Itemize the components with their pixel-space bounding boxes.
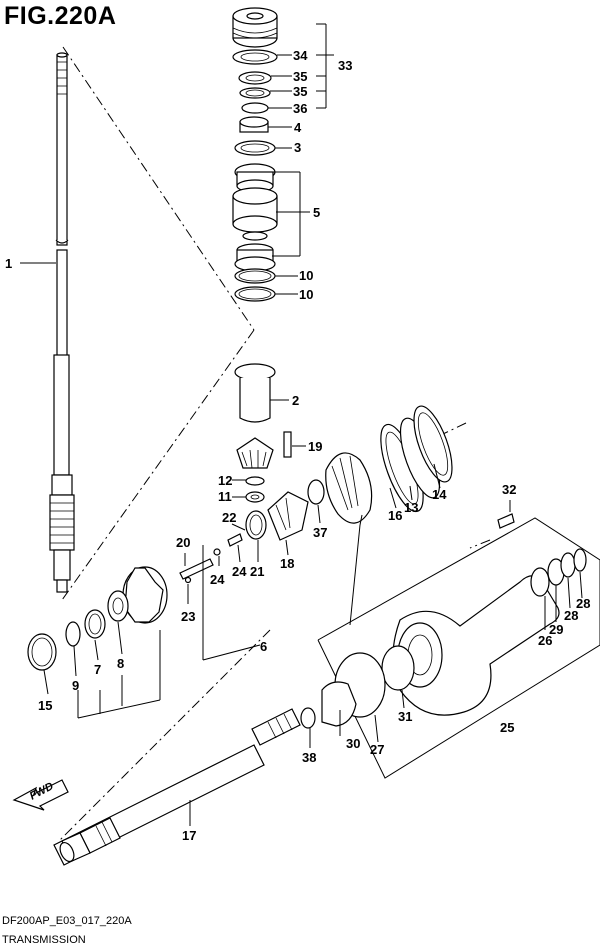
callout-21: 21 bbox=[250, 564, 264, 579]
callout-20: 20 bbox=[176, 535, 190, 550]
callout-28b: 28 bbox=[576, 596, 590, 611]
callout-24b: 24 bbox=[232, 564, 247, 579]
drawing-code: DF200AP_E03_017_220A bbox=[2, 915, 132, 927]
callout-7: 7 bbox=[94, 662, 101, 677]
callout-25: 25 bbox=[500, 720, 514, 735]
drive-shaft bbox=[49, 52, 75, 593]
callout-18: 18 bbox=[280, 556, 294, 571]
part-38-ring bbox=[300, 707, 316, 729]
callout-13: 13 bbox=[404, 500, 418, 515]
callout-31: 31 bbox=[398, 709, 412, 724]
callout-11: 11 bbox=[218, 489, 232, 504]
callout-30: 30 bbox=[346, 736, 360, 751]
callout-4: 4 bbox=[294, 120, 302, 135]
propeller-housing bbox=[321, 513, 587, 727]
forward-gear-group bbox=[325, 405, 453, 524]
callout-6: 6 bbox=[260, 639, 267, 654]
callout-22: 22 bbox=[222, 510, 236, 525]
propeller-shaft bbox=[53, 708, 301, 866]
callout-12: 12 bbox=[218, 473, 232, 488]
callout-33: 33 bbox=[338, 58, 352, 73]
callout-28a: 28 bbox=[564, 608, 578, 623]
callout-24a: 24 bbox=[210, 572, 225, 587]
callout-32: 32 bbox=[502, 482, 516, 497]
callout-37: 37 bbox=[313, 525, 327, 540]
callout-38: 38 bbox=[302, 750, 316, 765]
upper-bearing-stack bbox=[232, 7, 278, 302]
pinion-and-clutch bbox=[179, 431, 325, 584]
callout-labels: 1 2 3 4 5 6 7 8 9 10 10 11 12 13 14 15 1… bbox=[5, 48, 590, 843]
callout-14: 14 bbox=[432, 487, 447, 502]
callout-5: 5 bbox=[313, 205, 320, 220]
callout-8: 8 bbox=[117, 656, 124, 671]
sleeve bbox=[234, 363, 276, 423]
figure-title: FIG.220A bbox=[4, 2, 117, 30]
callout-27: 27 bbox=[370, 742, 384, 757]
figure-subtitle: TRANSMISSION bbox=[2, 934, 86, 946]
callout-23: 23 bbox=[181, 609, 195, 624]
callout-34: 34 bbox=[293, 48, 308, 63]
callout-1: 1 bbox=[5, 256, 12, 271]
callout-10a: 10 bbox=[299, 268, 313, 283]
callout-29: 29 bbox=[549, 622, 563, 637]
callout-10b: 10 bbox=[299, 287, 313, 302]
callout-16: 16 bbox=[388, 508, 402, 523]
fwd-arrow-icon: FWD bbox=[12, 779, 69, 811]
callout-36: 36 bbox=[293, 101, 307, 116]
callout-35a: 35 bbox=[293, 69, 307, 84]
callout-3: 3 bbox=[294, 140, 301, 155]
callout-35b: 35 bbox=[293, 84, 307, 99]
callout-17: 17 bbox=[182, 828, 196, 843]
reverse-gear-group bbox=[27, 566, 168, 671]
callout-2: 2 bbox=[292, 393, 299, 408]
callout-15: 15 bbox=[38, 698, 52, 713]
callout-26: 26 bbox=[538, 633, 552, 648]
callout-9: 9 bbox=[72, 678, 79, 693]
callout-19: 19 bbox=[308, 439, 322, 454]
